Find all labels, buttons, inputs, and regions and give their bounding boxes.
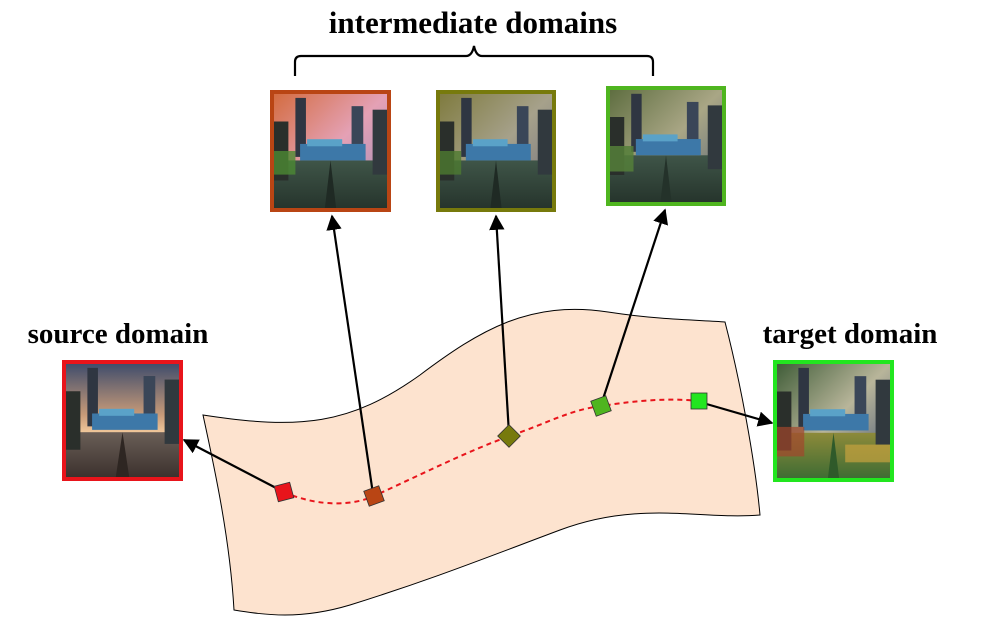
arrow-to-intermediate-3 [600, 208, 668, 403]
target-domain-image [773, 360, 894, 482]
intermediate-2-marker [497, 424, 521, 448]
intermediate-1-marker [363, 485, 385, 507]
source-marker [273, 481, 295, 503]
intermediate-brace [293, 45, 655, 76]
target-marker [690, 392, 708, 410]
intermediate-domain-image-3 [606, 86, 726, 206]
source-domain-label: source domain [28, 318, 209, 350]
manifold-surface [202, 308, 761, 616]
target-domain-label: target domain [763, 318, 938, 350]
arrow-to-intermediate-1 [326, 214, 375, 495]
arrow-to-source [182, 439, 281, 491]
arrow-to-intermediate-2 [489, 214, 511, 435]
intermediate-domain-image-1 [270, 90, 391, 212]
source-domain-image [62, 360, 183, 481]
arrow-to-target [702, 401, 774, 427]
intermediate-domains-label: intermediate domains [329, 5, 617, 40]
intermediate-3-marker [590, 395, 612, 417]
intermediate-domain-image-2 [436, 90, 556, 212]
